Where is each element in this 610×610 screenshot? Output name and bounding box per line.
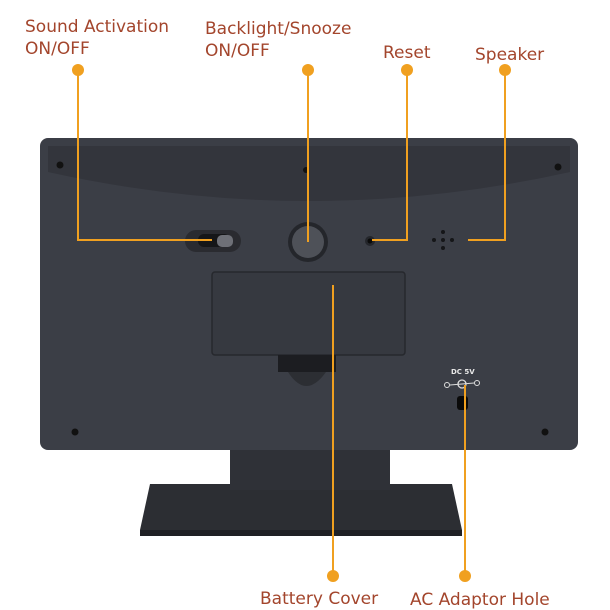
screw [541,428,549,436]
reset-label: Reset [383,43,431,63]
battery-cover-label: Battery Cover [260,589,379,609]
screw [554,163,562,171]
backlight-snooze-label: Backlight/Snooze ON/OFF [205,18,351,62]
dc-5v-marking: DC 5V [451,368,475,376]
battery-cover-tab [278,355,336,372]
label-line: ON/OFF [25,39,90,59]
battery-cover [211,271,406,356]
screw [56,161,64,169]
sound-activation-label: Sound Activation ON/OFF [25,16,169,60]
speaker-label: Speaker [475,45,545,65]
speaker-grille [432,230,454,250]
label-line: Sound Activation [25,17,170,37]
label-line: ON/OFF [205,41,270,61]
ac-adaptor-hole-label: AC Adaptor Hole [410,590,550,610]
label-line: Backlight/Snooze [205,19,352,39]
callout-lines [77,70,506,576]
screw [71,428,79,436]
callout-dots [72,64,511,582]
stand-base [140,484,462,530]
dc-jack [457,396,468,410]
